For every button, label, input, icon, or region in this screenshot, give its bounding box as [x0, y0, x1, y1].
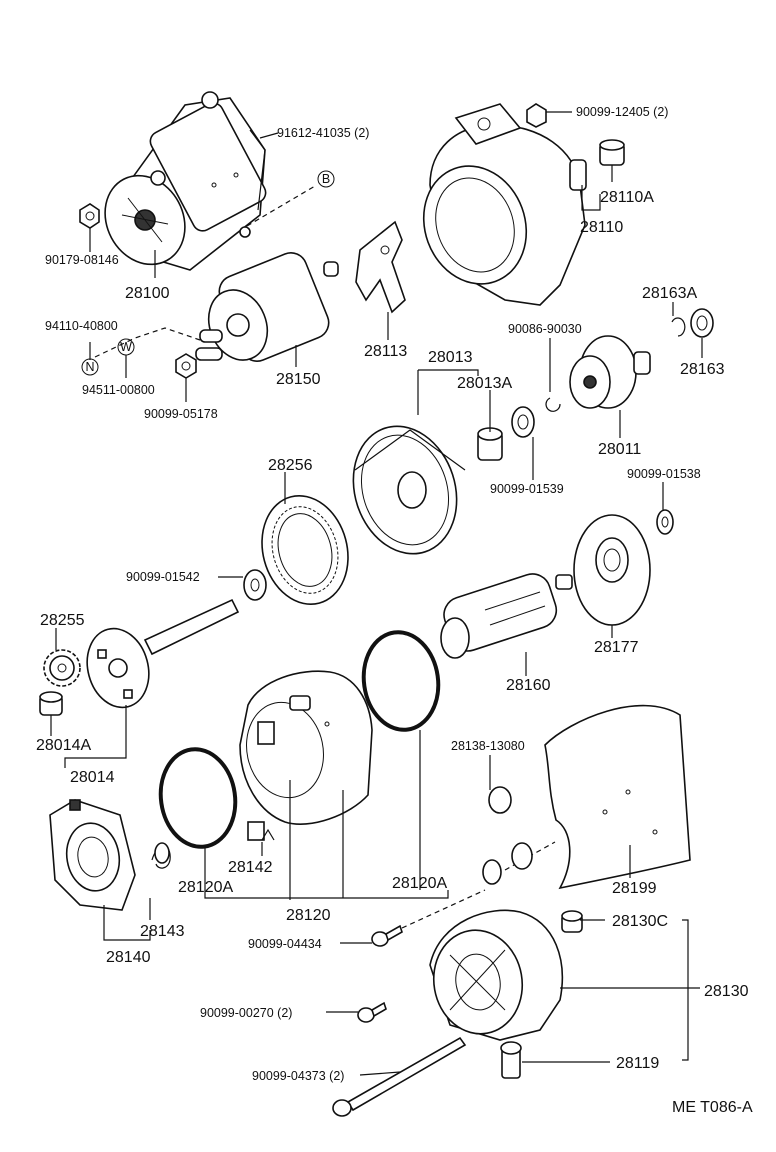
label-28140: 28140	[106, 949, 151, 966]
link-n-w-dashed	[94, 327, 201, 358]
label-28256: 28256	[268, 457, 313, 474]
solenoid-drawing	[195, 252, 339, 362]
washer-01539-drawing	[511, 406, 535, 438]
label-28110: 28110	[580, 219, 623, 236]
label-90086-90030: 90086-90030	[508, 322, 582, 336]
ring-gear-drawing	[261, 494, 349, 606]
label-28160: 28160	[506, 677, 551, 694]
lever-drawing	[355, 220, 406, 314]
label-28163A: 28163A	[642, 285, 697, 302]
label-28138-13080: 28138-13080	[451, 739, 525, 753]
rubber-28138-drawing	[488, 786, 512, 814]
bush-28110A-drawing	[599, 139, 625, 166]
label-28110A: 28110A	[600, 189, 654, 206]
label-28130: 28130	[704, 983, 749, 1000]
marker-b: B	[322, 172, 330, 186]
label-90179-08146: 90179-08146	[45, 253, 119, 267]
marker-n-circle	[81, 358, 99, 376]
label-28014: 28014	[70, 769, 115, 786]
label-28120A-right: 28120A	[392, 875, 447, 892]
bush-28014A-drawing	[39, 691, 63, 716]
yoke-drawing	[352, 425, 466, 555]
washer-01542-drawing	[243, 569, 267, 601]
starter-assembly-drawing	[104, 91, 267, 271]
label-28119: 28119	[616, 1055, 659, 1072]
label-94110-40800: 94110-40800	[45, 319, 118, 333]
leader-lines	[50, 111, 703, 1076]
label-91612-41035: 91612-41035 (2)	[277, 126, 369, 140]
label-90099-05178: 90099-05178	[144, 407, 218, 421]
label-28130C: 28130C	[612, 913, 668, 930]
nut-90179-drawing	[79, 203, 100, 229]
label-28113: 28113	[364, 343, 407, 360]
gear-28255-drawing	[43, 649, 81, 687]
link-b-dashed	[246, 185, 316, 227]
brush-28142-drawing	[247, 821, 275, 841]
label-90099-04373: 90099-04373 (2)	[252, 1069, 344, 1083]
clip-ring-drawing	[671, 308, 714, 338]
label-90099-01542: 90099-01542	[126, 570, 200, 584]
spring-28143-drawing	[151, 842, 171, 869]
bolt-28119-drawing	[500, 1041, 522, 1079]
bush-28013A-drawing	[477, 427, 503, 461]
o-ring-left-drawing	[158, 747, 238, 849]
label-28199: 28199	[612, 880, 657, 897]
brush-housing-drawing	[239, 670, 373, 825]
label-28011: 28011	[598, 441, 641, 458]
screw-00270-drawing	[357, 1001, 387, 1023]
armature-drawing	[440, 573, 573, 659]
label-90099-00270: 90099-00270 (2)	[200, 1006, 292, 1020]
nut-05178-drawing	[175, 353, 197, 379]
label-28143: 28143	[140, 923, 185, 940]
clutch-drawing	[545, 335, 651, 412]
label-94511-00800: 94511-00800	[82, 383, 155, 397]
label-28255: 28255	[40, 612, 85, 629]
bush-28130C-drawing	[561, 910, 583, 933]
shaft-drawing	[86, 598, 240, 709]
through-bolt-drawing	[332, 1036, 467, 1117]
marker-b-circle	[317, 170, 335, 188]
bolt-12405-drawing	[526, 103, 547, 128]
label-90099-01539: 90099-01539	[490, 482, 564, 496]
label-28014A: 28014A	[36, 737, 91, 754]
label-28163: 28163	[680, 361, 725, 378]
label-28120A-left: 28120A	[178, 879, 233, 896]
label-28120: 28120	[286, 907, 331, 924]
label-28013: 28013	[428, 349, 473, 366]
label-90099-12405: 90099-12405 (2)	[576, 105, 668, 119]
o-ring-right-drawing	[361, 630, 441, 732]
brush-plate-drawing	[49, 799, 136, 911]
end-frame-drawing	[429, 909, 564, 1041]
cover-28199-drawing	[482, 704, 691, 890]
label-90099-04434: 90099-04434	[248, 937, 322, 951]
label-90099-01538: 90099-01538	[627, 467, 701, 481]
marker-w-circle	[117, 338, 135, 356]
label-28177: 28177	[594, 639, 639, 656]
label-28150: 28150	[276, 371, 321, 388]
marker-w: W	[120, 340, 132, 354]
housing-28110-drawing	[422, 103, 587, 306]
label-28142: 28142	[228, 859, 273, 876]
washer-01538-drawing	[656, 509, 674, 535]
marker-n: N	[85, 360, 94, 374]
screw-04434-drawing	[371, 889, 486, 947]
label-28100: 28100	[125, 285, 170, 302]
plate-28177-drawing	[573, 514, 651, 626]
diagram-reference-code: ME T086-A	[672, 1099, 753, 1116]
label-28013A: 28013A	[457, 375, 512, 392]
